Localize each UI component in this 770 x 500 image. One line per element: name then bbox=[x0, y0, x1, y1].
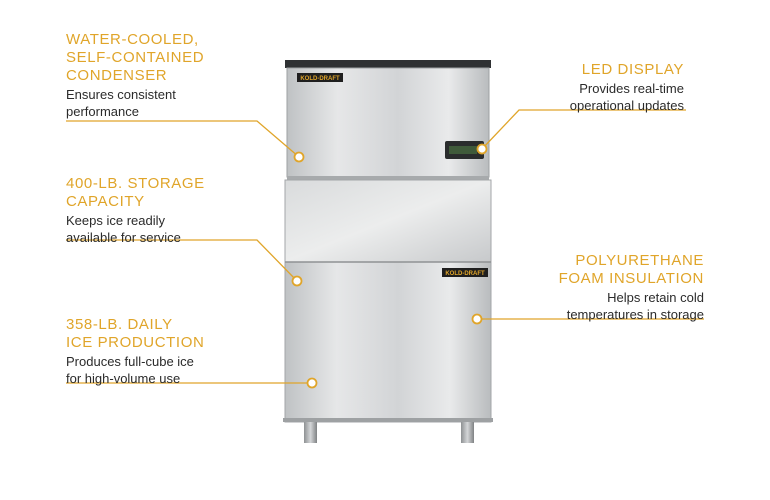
marker-condenser bbox=[293, 151, 305, 163]
marker-led bbox=[476, 143, 488, 155]
callout-title: LED DISPLAY bbox=[581, 61, 684, 78]
callout-foam-insulation: POLYURETHANE FOAM INSULATION Helps retai… bbox=[500, 252, 704, 323]
bin-base-trim bbox=[283, 418, 493, 422]
callout-title: 400-LB. STORAGE CAPACITY bbox=[66, 175, 205, 210]
brand-badge-bin bbox=[442, 268, 488, 277]
brand-badge-top-text: KOLD-DRAFT bbox=[300, 76, 340, 82]
callout-description: Produces full-cube ice for high-volume u… bbox=[66, 354, 194, 386]
marker-insulation bbox=[471, 313, 483, 325]
ice-maker-head: KOLD-DRAFT bbox=[285, 60, 491, 180]
head-front-panel bbox=[286, 67, 490, 178]
leader-lines bbox=[66, 109, 704, 384]
brand-badge-top bbox=[297, 73, 343, 82]
callout-storage-capacity: 400-LB. STORAGE CAPACITY Keeps ice readi… bbox=[66, 175, 256, 246]
callout-markers bbox=[291, 143, 488, 389]
bin-door bbox=[284, 261, 492, 423]
callout-title: POLYURETHANE FOAM INSULATION bbox=[558, 252, 704, 287]
head-base-trim bbox=[287, 176, 489, 180]
storage-bin: KOLD-DRAFT bbox=[283, 179, 493, 423]
leader-storage bbox=[66, 239, 298, 282]
marker-production bbox=[306, 377, 318, 389]
right-leg bbox=[461, 422, 474, 443]
leader-condenser bbox=[66, 120, 300, 158]
callout-description: Helps retain cold temperatures in storag… bbox=[566, 290, 704, 322]
callout-title: WATER-COOLED, SELF-CONTAINED CONDENSER bbox=[66, 31, 205, 84]
leader-led bbox=[481, 109, 686, 150]
led-screen bbox=[449, 146, 477, 154]
callout-ice-production: 358-LB. DAILY ICE PRODUCTION Produces fu… bbox=[66, 316, 256, 387]
callout-led-display: LED DISPLAY Provides real-time operation… bbox=[520, 61, 684, 114]
callout-description: Keeps ice readily available for service bbox=[66, 213, 181, 245]
brand-badge-bin-text: KOLD-DRAFT bbox=[445, 271, 485, 277]
marker-storage bbox=[291, 275, 303, 287]
callout-condenser: WATER-COOLED, SELF-CONTAINED CONDENSER E… bbox=[66, 31, 256, 120]
bin-upper-panel bbox=[284, 179, 492, 263]
left-leg bbox=[304, 422, 317, 443]
callout-description: Provides real-time operational updates bbox=[569, 81, 684, 113]
head-top-cap bbox=[285, 60, 491, 68]
callout-description: Ensures consistent performance bbox=[66, 87, 176, 119]
callout-title: 358-LB. DAILY ICE PRODUCTION bbox=[66, 316, 205, 351]
